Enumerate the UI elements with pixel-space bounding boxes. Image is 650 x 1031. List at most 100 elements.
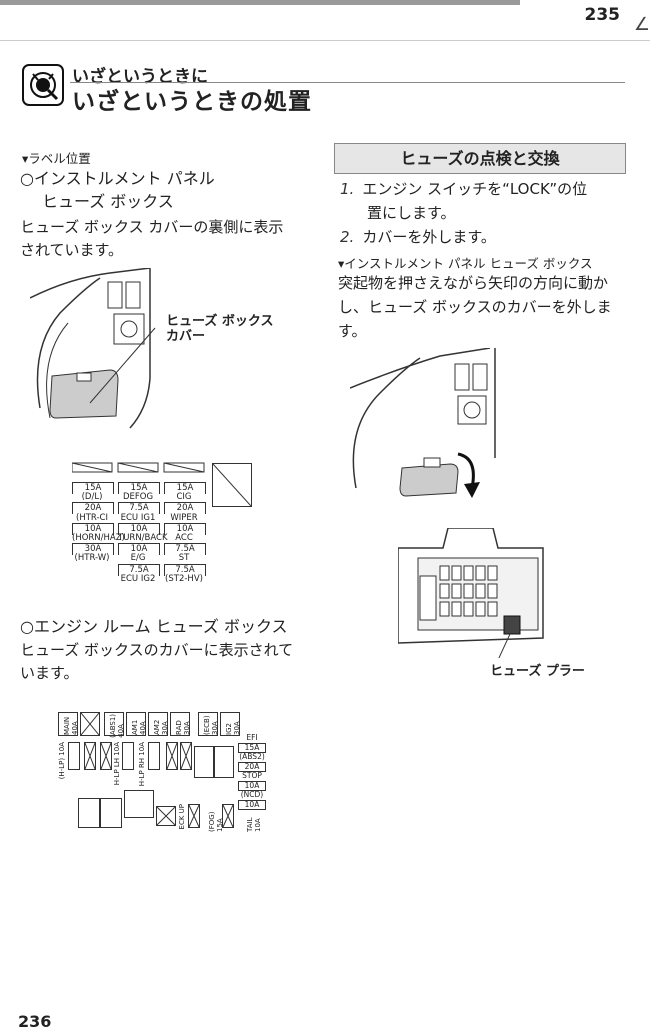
er-top-fuse: RAD 30A bbox=[170, 712, 191, 736]
fuse-puller-label: ヒューズ プラー bbox=[490, 664, 585, 679]
desc-1: 突起物を押さえながら矢印の方向に動か bbox=[338, 274, 609, 292]
fuse-cell: (D/L) bbox=[81, 492, 103, 503]
er-relay bbox=[78, 798, 100, 828]
er-side-fuse bbox=[68, 742, 80, 770]
fuse-cell: 10A bbox=[118, 522, 160, 535]
er-fuse-x bbox=[100, 742, 112, 770]
er-fuse-x bbox=[222, 804, 234, 828]
er-right-item: STOP bbox=[242, 771, 262, 780]
er-fuse-x bbox=[84, 742, 96, 770]
fuse-cell: (HTR-W) bbox=[74, 553, 110, 564]
er-side-fuse bbox=[122, 742, 134, 770]
er-top-fuse: AM1 40A bbox=[126, 712, 147, 736]
fuse-cell: ACC bbox=[175, 533, 193, 543]
step-2: 2. カバーを外します。 bbox=[340, 226, 496, 249]
top-bar bbox=[0, 0, 520, 5]
fuse-cell: 10A bbox=[164, 522, 206, 535]
er-side-label-3: H-LP RH 10A bbox=[138, 742, 146, 787]
er-bottom-label-1: ECK UP bbox=[178, 804, 186, 830]
fuse-cell: TURN/BACK bbox=[118, 533, 168, 543]
er-title: ○エンジン ルーム ヒューズ ボックス bbox=[20, 617, 288, 636]
fuse-cell: 7.5A bbox=[164, 543, 206, 556]
fuse-cell: 7.5A bbox=[164, 563, 206, 576]
er-top-fuse: MAIN 40A bbox=[58, 712, 79, 736]
er-side-label-2: H-LP LH 10A bbox=[113, 742, 121, 786]
step-1: 1. エンジン スイッチを“LOCK”の位 bbox=[340, 178, 587, 201]
header-rule bbox=[0, 40, 650, 41]
fuse-cell: (ST2-HV) bbox=[165, 573, 203, 584]
emergency-icon bbox=[22, 64, 64, 106]
page-number: 235 bbox=[584, 5, 621, 25]
er-right-item: (ABS2) bbox=[239, 752, 265, 761]
section-title: ヒューズの点検と交換 bbox=[334, 143, 626, 174]
cover-label-1: ヒューズ ボックス bbox=[166, 314, 274, 329]
er-top-fuse: IG2 30A bbox=[220, 712, 241, 736]
chapter-title: いざというときの処置 bbox=[72, 89, 312, 115]
er-fuse-x bbox=[156, 806, 176, 826]
er-relay bbox=[194, 746, 214, 778]
fuse-box-illustration bbox=[397, 527, 548, 662]
desc-3: す。 bbox=[338, 322, 367, 340]
edge-mark: ∠ bbox=[633, 14, 650, 35]
fuse-cell: 15A bbox=[164, 482, 206, 494]
er-desc-2: います。 bbox=[20, 664, 79, 682]
er-top-label: RAD 30A bbox=[175, 720, 191, 735]
er-right-item: 10A bbox=[238, 780, 266, 791]
er-top-label: (ECB) 30A bbox=[203, 715, 219, 735]
step-2-number: 2. bbox=[340, 228, 355, 246]
fuse-cell: 20A bbox=[164, 502, 206, 515]
er-top-label: MAIN 40A bbox=[63, 716, 79, 735]
er-right-item: (NCD) bbox=[240, 790, 264, 799]
fuse-cell: (HORN/HAZ) bbox=[72, 533, 125, 543]
fuse-cell: WIPER bbox=[170, 512, 198, 523]
fuse-cell: 10A bbox=[118, 543, 160, 556]
fuse-cell: CIG bbox=[176, 492, 192, 503]
ip-desc-2: されています。 bbox=[20, 241, 124, 259]
chapter-rule bbox=[70, 82, 625, 83]
er-top-fuse: (ECB) 30A bbox=[198, 712, 219, 736]
fuse-cell: 15A bbox=[118, 482, 160, 494]
step-1-number: 1. bbox=[340, 180, 355, 198]
fuse-cell: 7.5A bbox=[118, 502, 160, 515]
ip-title-2: ヒューズ ボックス bbox=[42, 192, 174, 211]
label-position-heading: ▾ラベル位置 bbox=[22, 151, 91, 166]
er-top-label: AM1 40A bbox=[131, 719, 147, 735]
ip-empty-block bbox=[212, 463, 252, 507]
ip-desc-1: ヒューズ ボックス カバーの裏側に表示 bbox=[20, 218, 284, 236]
ip-subtitle: ▾インストルメント パネル ヒューズ ボックス bbox=[338, 256, 593, 271]
er-top-label: IG2 30A bbox=[225, 721, 241, 735]
fuse-cell: 7.5A bbox=[118, 563, 160, 576]
step-1-text: エンジン スイッチを“LOCK”の位 bbox=[362, 180, 588, 198]
fuse-cell: 20A bbox=[72, 502, 114, 515]
er-fuse-x bbox=[166, 742, 178, 770]
er-side-fuse bbox=[148, 742, 160, 770]
er-top-label: (ABS1) 40A bbox=[109, 714, 125, 738]
er-relay bbox=[124, 790, 154, 818]
dashboard-illustration bbox=[29, 267, 170, 437]
desc-2: し、ヒューズ ボックスのカバーを外しま bbox=[338, 298, 612, 316]
fuse-cell: ECU IG2 bbox=[120, 573, 156, 584]
er-relay bbox=[100, 798, 122, 828]
step-2-text: カバーを外します。 bbox=[362, 228, 496, 246]
fuse-cell: ST bbox=[178, 553, 190, 564]
er-top-fuse: AM2 30A bbox=[148, 712, 169, 736]
ip-title-1: ○インストルメント パネル bbox=[20, 169, 215, 188]
er-right-item: 15A bbox=[238, 742, 266, 753]
fuse-cell: (HTR-CI bbox=[76, 512, 108, 523]
er-desc-1: ヒューズ ボックスのカバーに表示されて bbox=[20, 641, 294, 659]
fuse-cell: 30A bbox=[72, 543, 114, 556]
er-bottom-label-3: TAIL 10A bbox=[246, 817, 262, 833]
er-side-label-1: (H-LP) 10A bbox=[58, 742, 66, 780]
er-fuse-x bbox=[180, 742, 192, 770]
fuse-cell: E/G bbox=[130, 553, 146, 564]
fuse-cell: 10A bbox=[72, 522, 114, 535]
fuse-cell: 15A bbox=[72, 482, 114, 494]
er-fuse-x bbox=[80, 712, 100, 736]
cover-removal-illustration bbox=[349, 347, 500, 517]
fuse-cell: ECU IG1 bbox=[120, 512, 156, 523]
cover-label-2: カバー bbox=[166, 329, 206, 344]
fuse-cell: DEFOG bbox=[122, 492, 154, 503]
footer-page-number: 236 bbox=[18, 1012, 52, 1031]
